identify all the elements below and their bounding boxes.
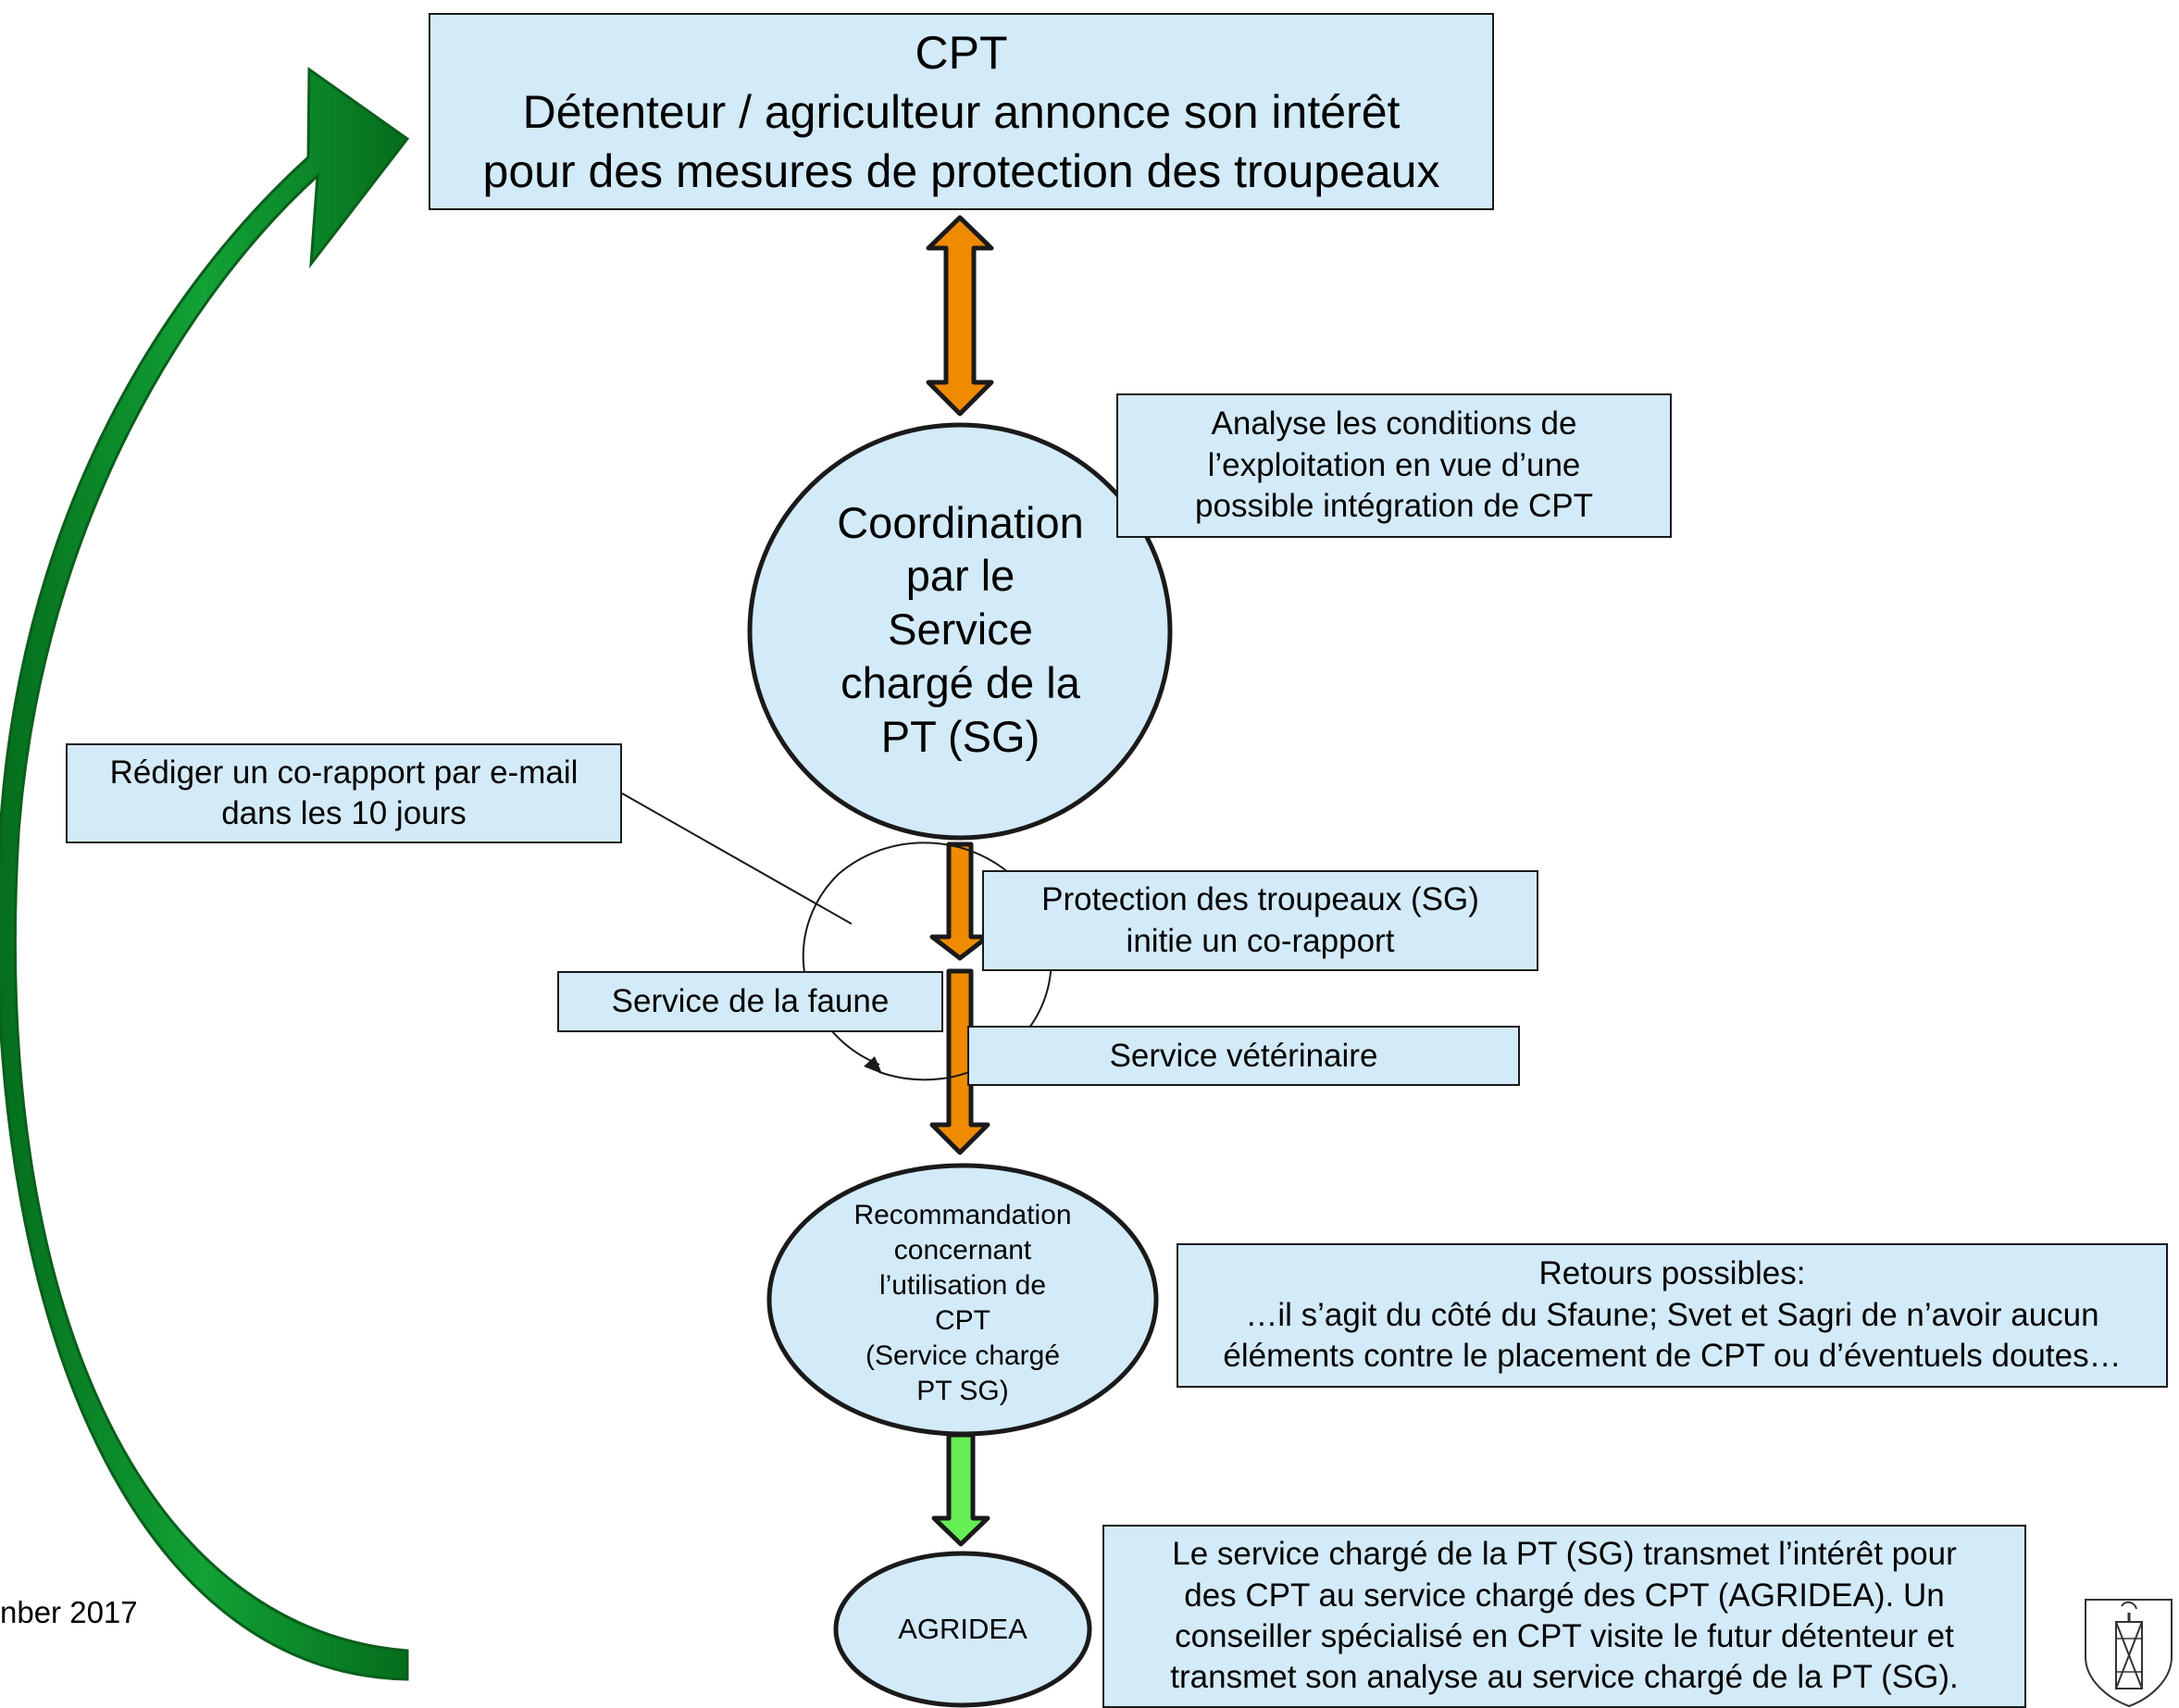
analyse-line-3: possible intégration de CPT (1195, 488, 1593, 525)
recommandation-line-1: Recommandation (853, 1199, 1072, 1230)
coordination-line-5: PT (SG) (880, 711, 1040, 761)
retours-line-1: Retours possibles: (1538, 1255, 1806, 1292)
analyse-line-2: l’exploitation en vue d’une (1207, 446, 1581, 483)
coordination-circle (747, 422, 1173, 841)
corapport-email-box: Rédiger un co-rapport par e-mail dans le… (66, 743, 622, 843)
corapport-email-line-1: Rédiger un co-rapport par e-mail (109, 754, 579, 791)
service-veterinaire-label: Service vétérinaire (1109, 1037, 1378, 1074)
retours-possibles-box: Retours possibles: …il s’agit du côté du… (1177, 1243, 2168, 1388)
arrow-recommandation-to-agridea (931, 1432, 990, 1547)
return-arrow (0, 67, 410, 1681)
header-box-cpt-interest: CPT Détenteur / agriculteur annonce son … (429, 13, 1494, 210)
agridea-label: AGRIDEA (898, 1613, 1027, 1645)
analyse-conditions-box: Analyse les conditions de l’exploitation… (1116, 393, 1672, 538)
st-gallen-coat-of-arms-icon (2085, 1599, 2173, 1708)
header-line-3: pour des mesures de protection des troup… (482, 144, 1440, 197)
transmet-line-4: transmet son analyse au service chargé d… (1170, 1659, 1959, 1696)
transmet-line-1: Le service chargé de la PT (SG) transmet… (1172, 1536, 1957, 1573)
recommandation-line-6: PT SG) (916, 1376, 1009, 1407)
retours-line-2: …il s’agit du côté du Sfaune; Svet et Sa… (1245, 1296, 2099, 1333)
protection-line-2: initie un co-rapport (1126, 922, 1395, 959)
coordination-node-label: Coordination par le Service chargé de la… (768, 491, 1152, 768)
header-line-2: Détenteur / agriculteur annonce son inté… (522, 85, 1401, 138)
transmet-interet-box: Le service chargé de la PT (SG) transmet… (1102, 1525, 2026, 1708)
footer-date: nber 2017 (0, 1595, 138, 1629)
coordination-line-4: chargé de la (840, 657, 1080, 707)
recommandation-line-2: concernant (893, 1234, 1032, 1265)
arrow-coordination-to-corapport (929, 842, 990, 961)
service-veterinaire-box: Service vétérinaire (967, 1026, 1520, 1086)
recommandation-line-3: l’utilisation de (878, 1269, 1047, 1301)
retours-line-3: éléments contre le placement de CPT ou d… (1223, 1338, 2122, 1375)
recommandation-line-5: (Service chargé (865, 1340, 1061, 1372)
arrow-corapport-to-recommandation (929, 968, 990, 1155)
protection-line-1: Protection des troupeaux (SG) (1041, 881, 1479, 918)
coordination-line-1: Coordination (837, 497, 1084, 547)
corapport-email-line-2: dans les 10 jours (221, 795, 467, 831)
service-faune-box: Service de la faune (557, 971, 943, 1032)
agridea-ellipse (833, 1551, 1092, 1708)
header-title: CPT (915, 26, 1008, 79)
transmet-line-3: conseiller spécialisé en CPT visite le f… (1175, 1618, 1954, 1654)
recommandation-node-label: Recommandation concernant l’utilisation … (815, 1188, 1111, 1419)
leader-line (621, 792, 853, 925)
coordination-line-3: Service (888, 605, 1033, 655)
double-arrow-header-coordination (926, 215, 994, 417)
transmet-line-2: des CPT au service chargé des CPT (AGRID… (1184, 1577, 1945, 1614)
agridea-node-label: AGRIDEA (838, 1583, 1088, 1676)
coordination-line-2: par le (905, 551, 1015, 601)
recommandation-line-4: CPT (935, 1305, 990, 1336)
protection-troupeaux-box: Protection des troupeaux (SG) initie un … (982, 870, 1538, 971)
service-faune-label: Service de la faune (611, 983, 890, 1019)
analyse-line-1: Analyse les conditions de (1211, 405, 1577, 443)
